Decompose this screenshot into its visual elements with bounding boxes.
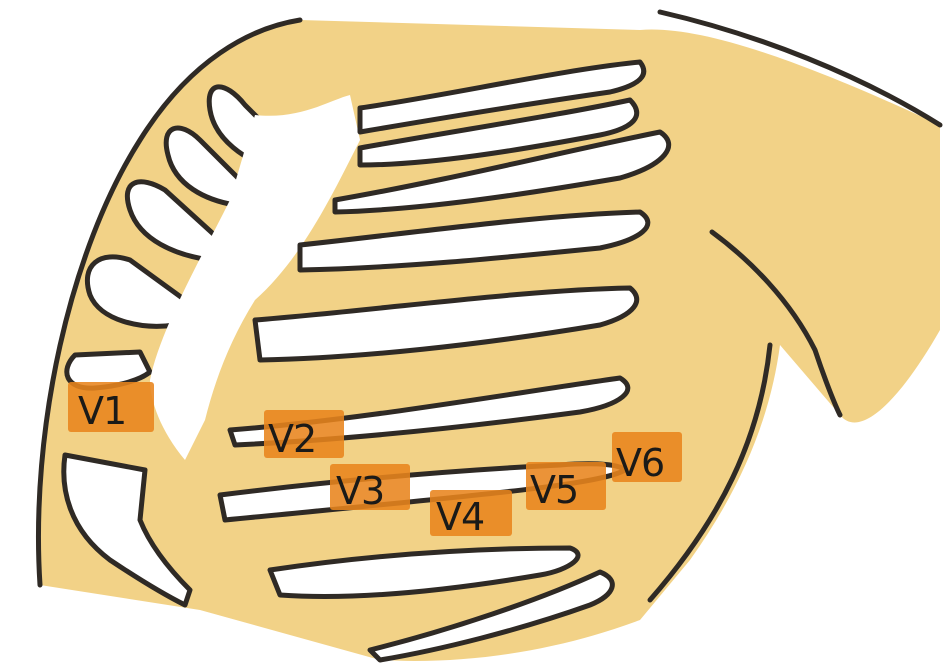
lead-v1-label: V1 [78,389,126,433]
lead-v4-label: V4 [436,495,484,539]
lead-v2-label: V2 [268,417,316,461]
lead-v5-label: V5 [530,468,578,512]
lead-v6-label: V6 [616,441,664,485]
lead-v3-label: V3 [336,469,384,513]
